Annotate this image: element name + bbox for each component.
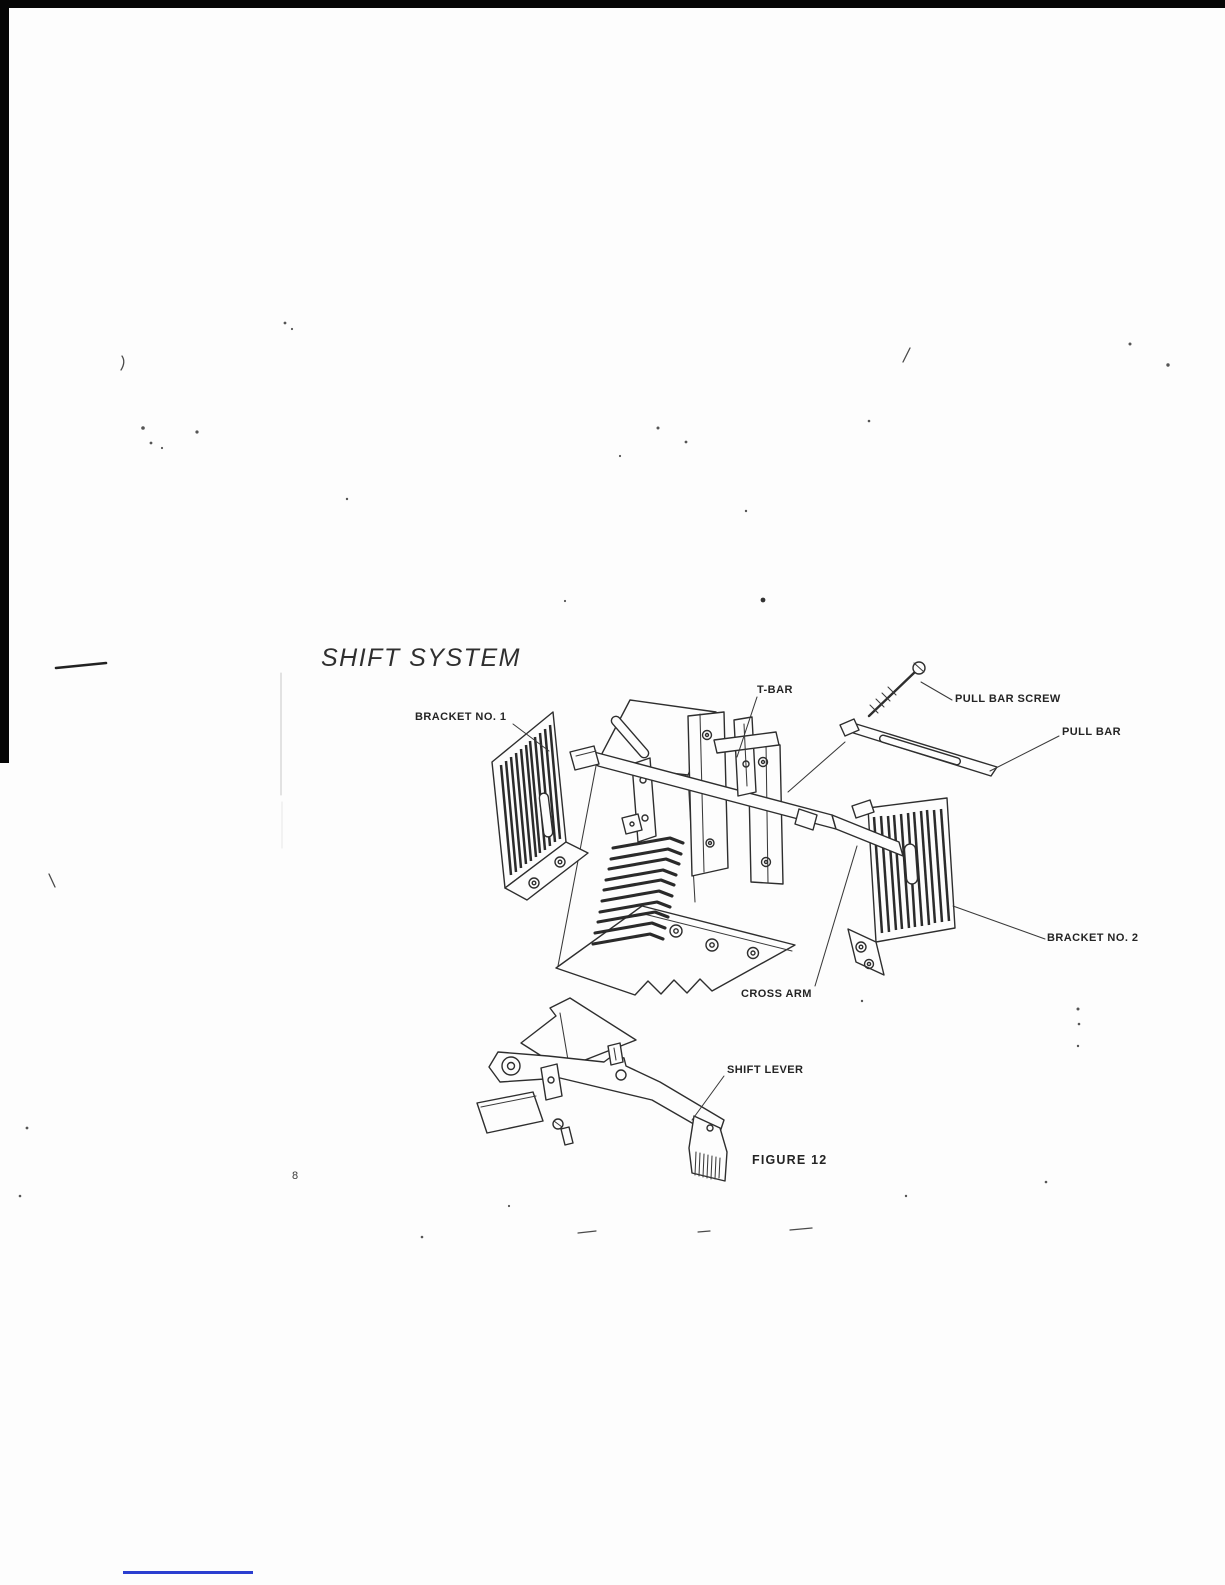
part-label-pull-bar: PULL BAR (1062, 726, 1122, 738)
shift-lever-part (476, 997, 728, 1182)
bracket-no-2-part (847, 797, 956, 976)
scan-blue-underline (123, 1571, 253, 1574)
scan-edge-top (0, 0, 1225, 8)
t-bar-part (713, 716, 780, 797)
page-number: 8 (292, 1170, 299, 1182)
page-title: SHIFT SYSTEM (321, 644, 521, 672)
figure-caption: FIGURE 12 (752, 1153, 828, 1167)
bracket-no-1-part (491, 711, 589, 901)
part-label-cross-arm: CROSS ARM (741, 988, 812, 1000)
scan-noise-marks (18, 321, 1170, 1239)
cross-arm-part (569, 741, 904, 857)
part-label-bracket-no-1: BRACKET NO. 1 (415, 711, 507, 723)
pull-bar-screw-part (867, 661, 926, 718)
base-plate-part (555, 905, 796, 996)
part-label-shift-lever: SHIFT LEVER (727, 1064, 804, 1076)
segment-comb-part (591, 836, 685, 946)
part-label-pull-bar-screw: PULL BAR SCREW (955, 693, 1061, 705)
pull-bar-part (839, 718, 998, 777)
center-frame-part (557, 699, 784, 967)
part-label-bracket-no-2: BRACKET NO. 2 (1047, 932, 1139, 944)
part-label-t-bar: T-BAR (757, 684, 793, 696)
leader-lines (512, 681, 1060, 1121)
scan-edge-left (0, 0, 9, 763)
